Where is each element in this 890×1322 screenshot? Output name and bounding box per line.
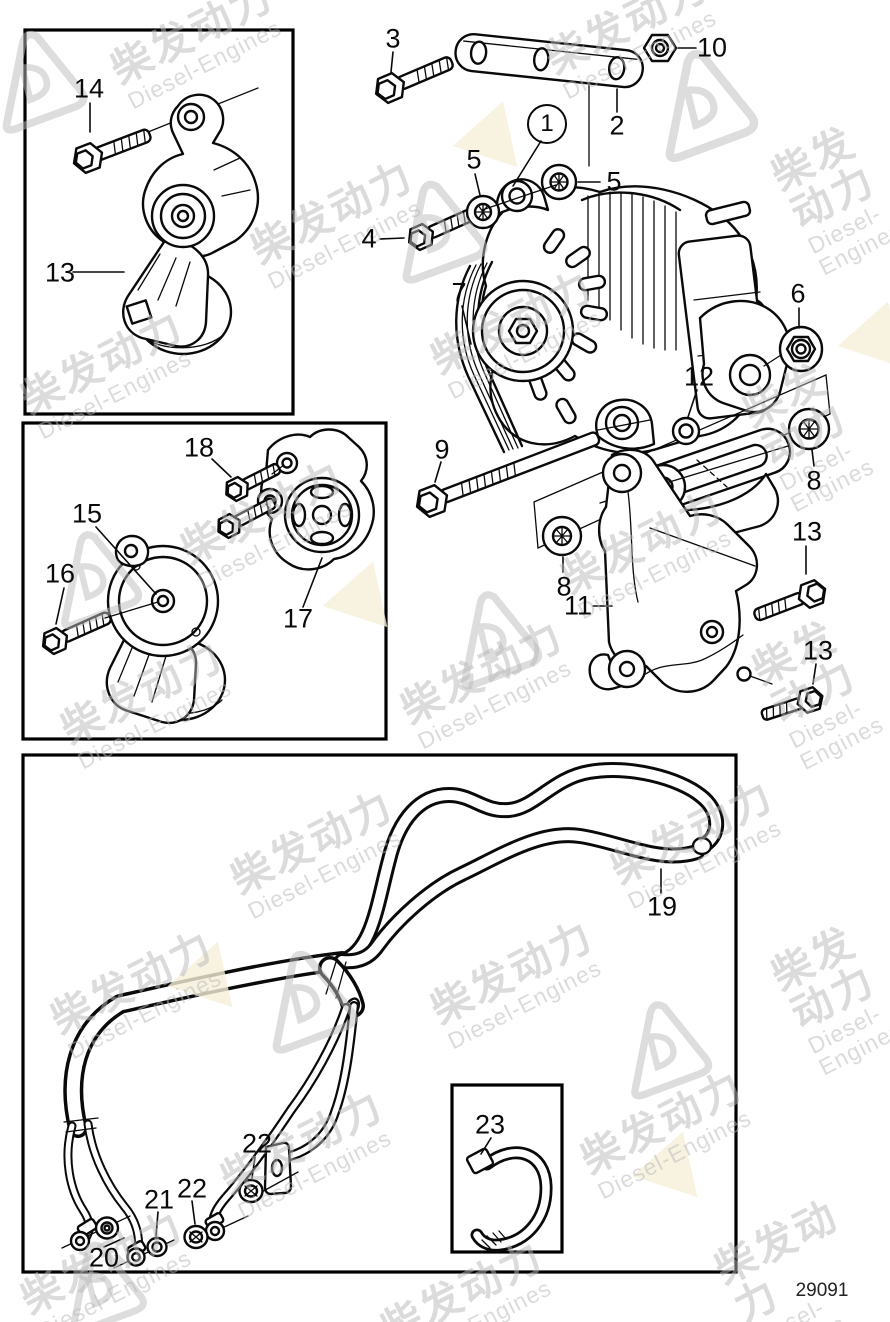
callout-8-lower: 8 [556, 571, 572, 602]
nut-6 [763, 307, 824, 373]
callout-18: 18 [183, 432, 215, 463]
callout-9: 9 [434, 434, 450, 465]
mounting-bracket-11 [588, 448, 759, 693]
callout-13-inset: 13 [44, 257, 76, 288]
nut-10 [642, 33, 697, 63]
callout-13-mid: 13 [791, 516, 823, 547]
callout-22-right: 22 [241, 1128, 273, 1159]
callout-16: 16 [44, 558, 76, 589]
callout-8-upper: 8 [806, 465, 822, 496]
alternator [455, 178, 791, 455]
nut-22-right [238, 1178, 264, 1204]
alternator-assembly-view [374, 32, 831, 721]
bolt-9 [415, 431, 601, 519]
inset-box-harness [21, 753, 738, 1274]
callout-17: 17 [282, 603, 314, 634]
callout-5-right: 5 [606, 166, 622, 197]
inset-box-tensioner-idler [21, 421, 388, 741]
washer-8-lower [541, 515, 583, 573]
bolt-18a [225, 462, 282, 503]
callout-14: 14 [73, 73, 105, 104]
inset-box-tensioner-view [23, 28, 295, 416]
callout-22-left: 22 [176, 1173, 208, 1204]
callout-20: 20 [88, 1242, 120, 1273]
tensioner-assembly-view [72, 87, 260, 356]
bolt-18b [217, 497, 277, 540]
callout-7: 7 [451, 277, 467, 308]
nut-21 [146, 1236, 168, 1258]
callout-4: 4 [361, 223, 377, 254]
drawing-number: 29091 [795, 1280, 849, 1301]
callout-19: 19 [646, 891, 678, 922]
callout-2: 2 [609, 110, 625, 141]
nut-20 [94, 1216, 120, 1240]
bolt-13-mid [753, 578, 827, 622]
mounting-plane-outline [533, 374, 831, 549]
inset-box-cable-tie [450, 1083, 564, 1254]
callout-1: 1 [527, 104, 567, 144]
bolt-16 [41, 611, 112, 656]
ring-terminal [191, 1212, 249, 1243]
washer-12 [671, 389, 701, 446]
callout-11: 11 [563, 590, 593, 621]
callout-5-left: 5 [466, 144, 482, 175]
callout-15: 15 [71, 498, 103, 529]
cable-tie [465, 1137, 553, 1252]
callout-13-low: 13 [802, 635, 834, 666]
callout-3: 3 [385, 23, 401, 54]
callout-10: 10 [696, 32, 728, 63]
flat-terminal [257, 1141, 299, 1196]
callout-12: 12 [683, 361, 715, 392]
washer-5-right [540, 163, 601, 201]
callout-6: 6 [790, 278, 806, 309]
washer-8-upper [787, 407, 831, 467]
washer-5-left [465, 173, 501, 230]
callout-23: 23 [474, 1109, 506, 1140]
bolt-13-low [760, 686, 824, 721]
callout-21: 21 [143, 1184, 175, 1215]
bolt-14 [72, 128, 152, 175]
bolt-3 [374, 56, 454, 105]
tensioner-idler-view [41, 428, 375, 725]
bracket-strap [454, 32, 644, 89]
nut-22-left [183, 1224, 209, 1250]
